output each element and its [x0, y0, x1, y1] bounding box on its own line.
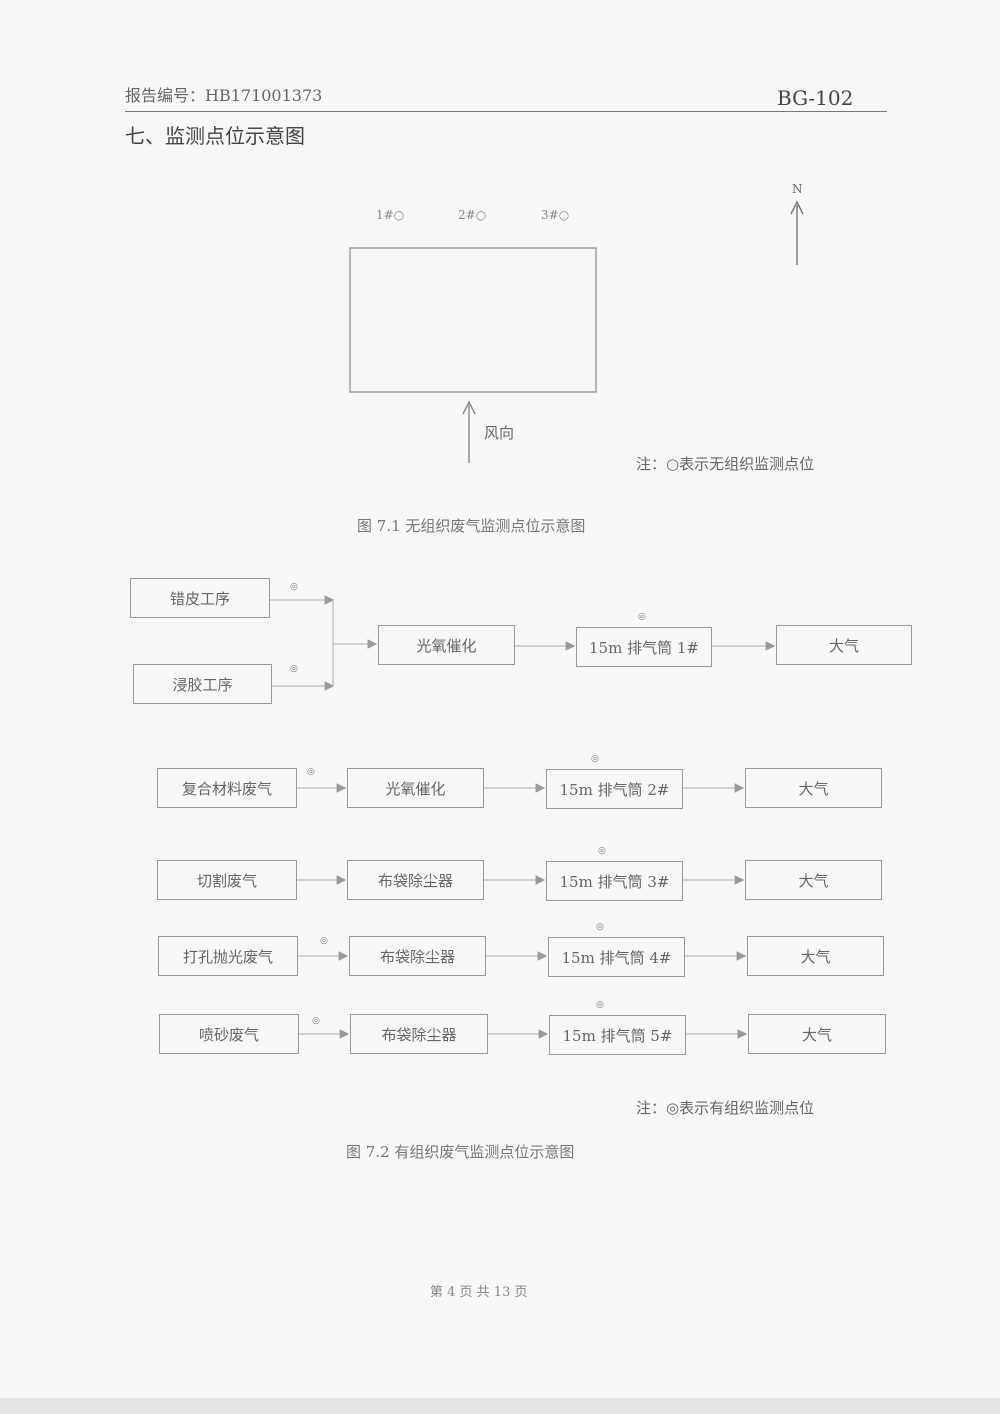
stack-box: 15m 排气筒 3#	[546, 861, 683, 901]
organized-monitoring-marker: ◎	[320, 936, 328, 946]
organized-monitoring-marker: ◎	[312, 1016, 320, 1026]
document-code: BG-102	[777, 86, 854, 110]
treatment-box: 布袋除尘器	[347, 860, 484, 900]
section-title: 七、监测点位示意图	[125, 124, 305, 148]
organized-monitoring-marker: ◎	[638, 612, 646, 622]
wind-direction-label: 风向	[484, 424, 515, 442]
fig1-note: 注：○表示无组织监测点位	[636, 455, 815, 473]
stack-box: 15m 排气筒 5#	[549, 1015, 686, 1055]
site-outline	[349, 247, 597, 393]
source-box: 浸胶工序	[133, 664, 272, 704]
stack-box: 15m 排气筒 4#	[548, 937, 685, 977]
page-number: 第 4 页 共 13 页	[430, 1285, 528, 1300]
monitoring-point-3: 3#○	[541, 208, 570, 222]
scan-edge	[0, 1398, 1000, 1414]
organized-monitoring-marker: ◎	[290, 582, 298, 592]
stack-box: 15m 排气筒 2#	[546, 769, 683, 809]
north-label: N	[792, 182, 803, 196]
outlet-box: 大气	[747, 936, 884, 976]
monitoring-point-1: 1#○	[376, 208, 405, 222]
treatment-box: 布袋除尘器	[350, 1014, 488, 1054]
stack-box: 15m 排气筒 1#	[576, 627, 712, 667]
outlet-box: 大气	[745, 860, 882, 900]
header-rule	[125, 111, 887, 112]
source-box: 喷砂废气	[159, 1014, 299, 1054]
source-box: 打孔抛光废气	[158, 936, 298, 976]
organized-monitoring-marker: ◎	[596, 922, 604, 932]
source-box: 切割废气	[157, 860, 297, 900]
outlet-box: 大气	[748, 1014, 886, 1054]
organized-monitoring-marker: ◎	[591, 754, 599, 764]
fig2-note: 注：◎表示有组织监测点位	[636, 1099, 815, 1117]
treatment-box: 光氧催化	[378, 625, 515, 665]
organized-monitoring-marker: ◎	[596, 1000, 604, 1010]
report-number: 报告编号：HB171001373	[125, 86, 323, 105]
outlet-box: 大气	[745, 768, 882, 808]
monitoring-point-2: 2#○	[458, 208, 487, 222]
source-box: 错皮工序	[130, 578, 270, 618]
fig2-caption: 图 7.2 有组织废气监测点位示意图	[346, 1143, 575, 1161]
organized-monitoring-marker: ◎	[598, 846, 606, 856]
source-box: 复合材料废气	[157, 768, 297, 808]
treatment-box: 光氧催化	[347, 768, 484, 808]
treatment-box: 布袋除尘器	[349, 936, 486, 976]
fig1-caption: 图 7.1 无组织废气监测点位示意图	[357, 517, 586, 535]
outlet-box: 大气	[776, 625, 912, 665]
organized-monitoring-marker: ◎	[307, 767, 315, 777]
organized-monitoring-marker: ◎	[290, 664, 298, 674]
